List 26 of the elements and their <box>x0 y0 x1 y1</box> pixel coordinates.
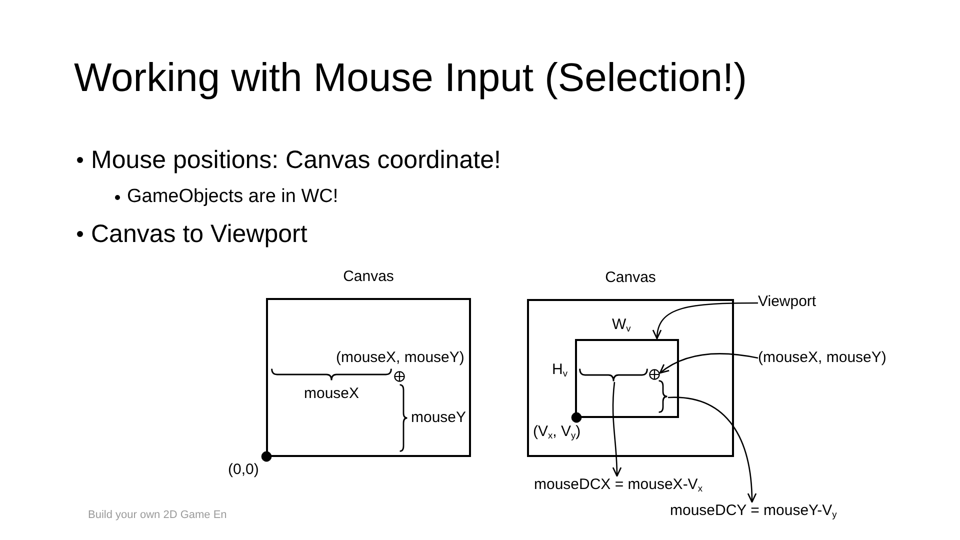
coordinate-label: (0,0) <box>228 461 259 478</box>
viewport-frame <box>574 338 678 418</box>
formula-text: mouseDCY = mouseY-V$_{y}$ <box>670 502 837 520</box>
leader-arrow <box>612 382 622 477</box>
leader-arrow <box>668 396 756 503</box>
callout-label: Viewport <box>758 293 816 310</box>
bullet-text: Mouse positions: Canvas coordinate! <box>91 146 501 175</box>
coordinate-label: (V$_{x}$, V$_{y}$) <box>533 423 581 440</box>
leader-arrow <box>659 353 758 374</box>
bullet-text: Canvas to Viewport <box>91 220 308 249</box>
dimension-label: mouseX <box>304 385 360 402</box>
frame-title: Canvas <box>343 268 394 286</box>
bullet-text: GameObjects are in WC! <box>127 186 338 208</box>
dimension-label: mouseY <box>411 409 466 426</box>
dimension-label: W$_{v}$ <box>612 316 631 334</box>
coordinate-label: (mouseX, mouseY) <box>336 349 464 366</box>
formula-text: mouseDCX = mouseX-V$_{x}$ <box>534 476 702 494</box>
slide-title: Working with Mouse Input (Selection!) <box>74 55 747 101</box>
curly-brace <box>579 368 648 382</box>
leader-arrow <box>653 302 758 340</box>
curly-brace <box>658 380 668 413</box>
crosshair-icon <box>649 369 660 380</box>
callout-label: (mouseX, mouseY) <box>758 349 886 366</box>
frame-title: Canvas <box>605 269 656 286</box>
dimension-label: H$_{v}$ <box>552 361 568 378</box>
footer-text: Build your own 2D Game En <box>88 509 227 522</box>
